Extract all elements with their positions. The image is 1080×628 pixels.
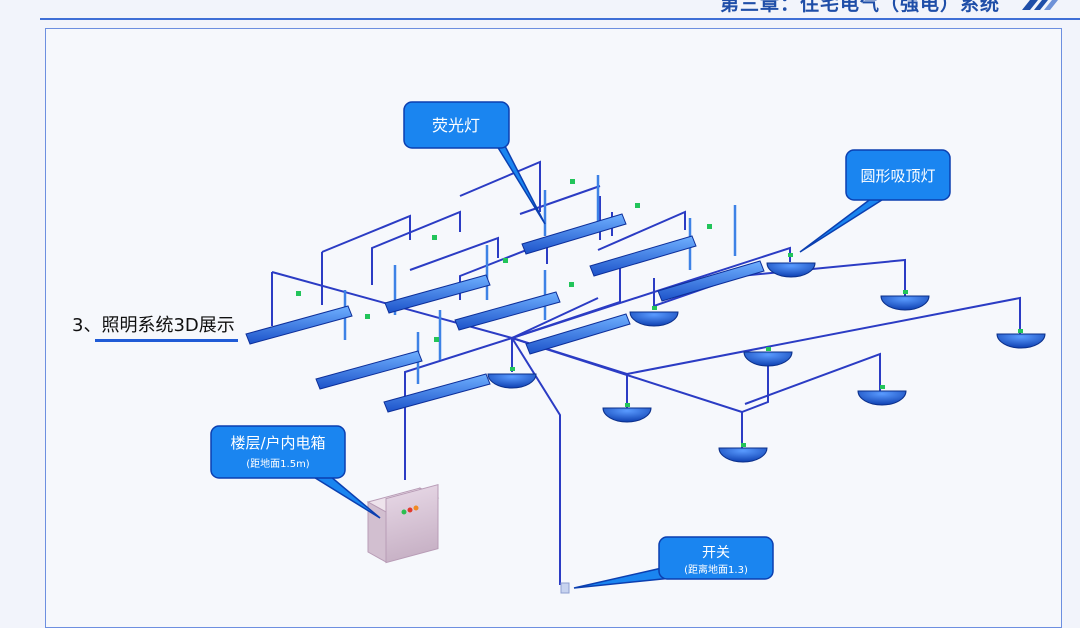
fluorescent-fixture [383,373,491,413]
chapter-title: 第三章：住宅电气（强电）系统 [719,0,1000,15]
lighting-3d-diagram: 荧光灯 圆形吸顶灯 楼层/户内电箱 (距地面1.5m) 开关 (距离地面1.3) [210,101,1046,594]
callout-fluorescent: 荧光灯 [403,101,546,225]
header-rule [40,18,1080,20]
ceiling-lamp [766,262,816,278]
callout-ceiling-lamp: 圆形吸顶灯 [799,149,951,253]
callout-panel-note: (距地面1.5m) [246,457,310,470]
section-underline [95,339,238,342]
fluorescent-fixture [525,313,631,355]
panel-indicator-green [401,509,407,515]
callout-switch-note: (距离地面1.3) [684,563,748,576]
ceiling-lamp [996,333,1046,349]
fluorescent-fixture [521,213,627,255]
ceiling-lamp [602,407,652,423]
wall-switch [560,582,570,594]
callout-fluorescent-title: 荧光灯 [432,116,480,135]
section-label: 3、照明系统3D展示 [72,315,235,336]
ceiling-lamp [880,295,930,311]
fluorescent-fixtures [245,213,765,413]
callout-panel-title: 楼层/户内电箱 [230,434,325,452]
fluorescent-fixture [657,260,765,302]
stripes-logo-icon [1022,0,1058,10]
ceiling-wiring [271,160,1021,585]
ceiling-lamps [487,262,1046,463]
junction-markers [296,179,1023,447]
callout-panel: 楼层/户内电箱 (距地面1.5m) [210,425,381,519]
electrical-panel-box [366,484,440,564]
fluorescent-fixture [589,235,697,277]
panel-indicator-orange [413,505,419,511]
callout-ceiling-lamp-title: 圆形吸顶灯 [860,167,935,185]
fluorescent-fixture [315,350,423,390]
content-frame [45,28,1062,628]
ceiling-lamp [629,311,679,327]
fluorescent-fixture [454,291,561,331]
callout-switch: 开关 (距离地面1.3) [573,536,774,589]
ceiling-lamp [487,373,537,389]
ceiling-lamp [743,351,793,367]
fluorescent-fixture [245,305,353,345]
ceiling-lamp [718,447,768,463]
callout-switch-title: 开关 [702,545,730,561]
panel-indicator-red [407,507,413,513]
ceiling-lamp [857,390,907,406]
fluorescent-fixture [384,274,491,314]
